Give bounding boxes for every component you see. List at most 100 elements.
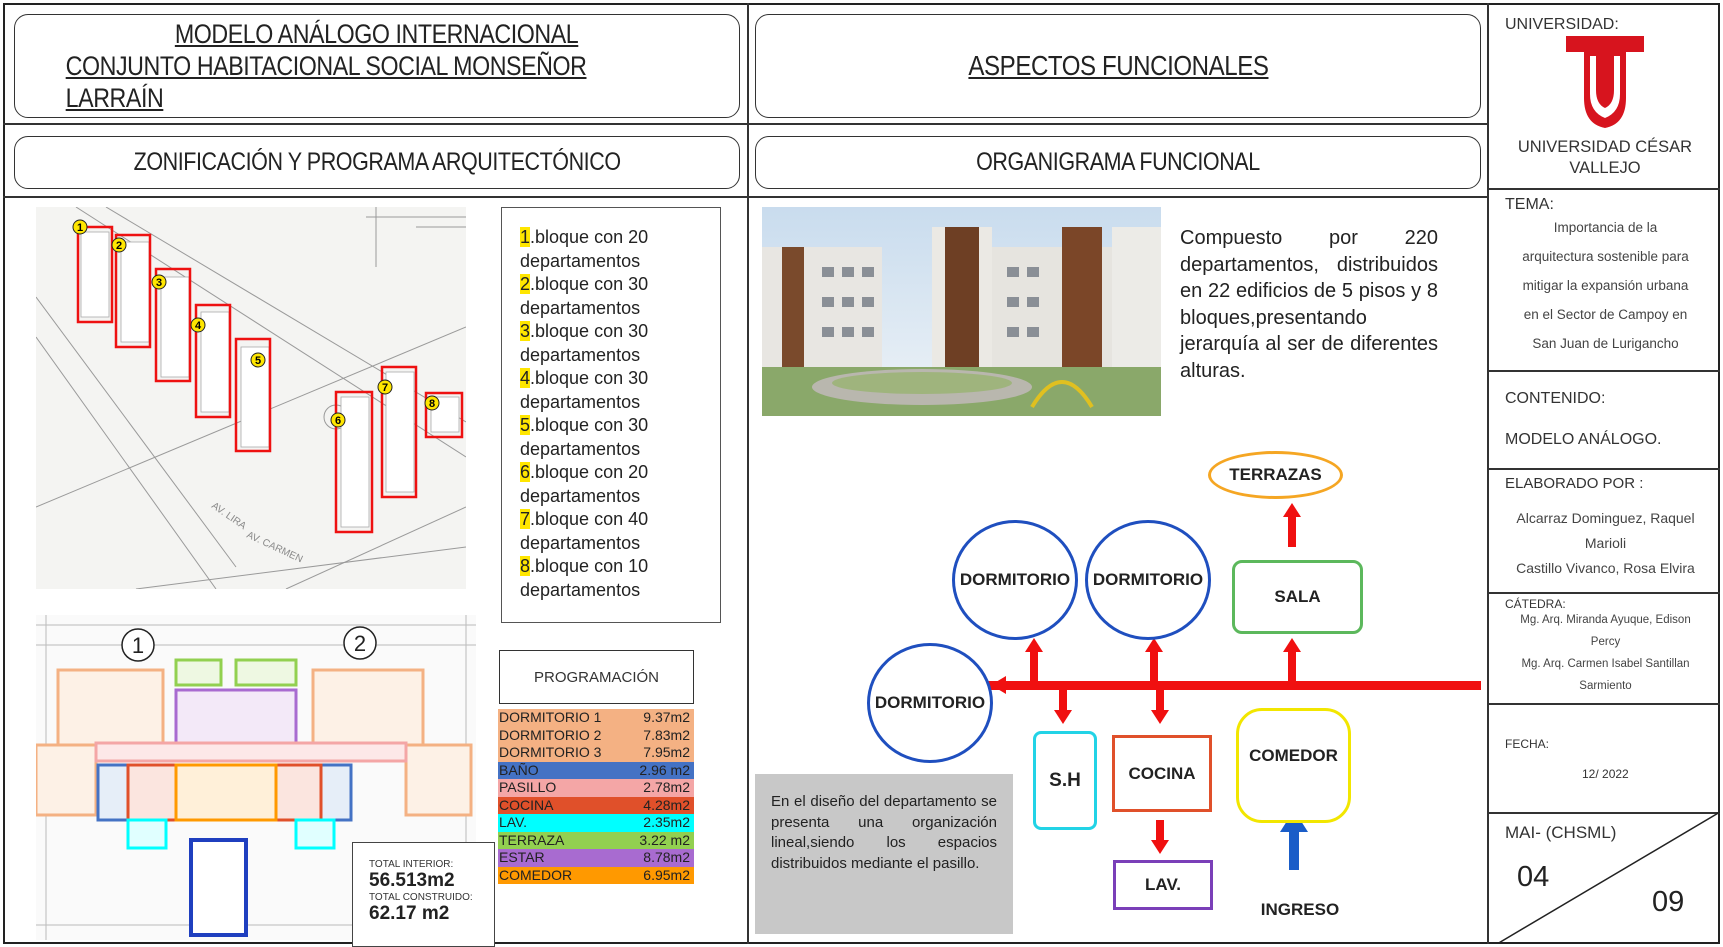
programacion-title: PROGRAMACIÓN: [533, 668, 659, 686]
programacion-room: TERRAZA: [499, 831, 565, 848]
programacion-area: 3.22 m2: [639, 831, 690, 848]
sheet-code: MAI- (CHSML): [1505, 823, 1617, 842]
catedra-text: Mg. Arq. Miranda Ayuque, Edison Percy Mg…: [1498, 609, 1713, 697]
site-marker: 1: [77, 222, 83, 234]
block-item-sub: departamentos: [520, 297, 641, 318]
university-label: UNIVERSIDAD:: [1505, 16, 1619, 33]
node-cocina: COCINA: [1112, 735, 1212, 812]
divider-subheader: [3, 196, 1487, 198]
block-item: 2.bloque con 30: [520, 274, 649, 294]
node-ingreso: INGRESO: [1260, 900, 1340, 919]
block-item-sub: departamentos: [520, 485, 641, 506]
organigram-box: ORGANIGRAMA FUNCIONAL: [755, 136, 1481, 189]
organigram-title: ORGANIGRAMA FUNCIONAL: [976, 148, 1260, 176]
site-marker: 5: [255, 355, 261, 367]
block-item-sub: departamentos: [520, 344, 641, 365]
block-list: 1.bloque con 20 departamentos 2.bloque c…: [520, 226, 648, 602]
unit-label: 2: [354, 631, 366, 656]
sheet-total: 09: [1652, 886, 1685, 918]
page-frame: [3, 3, 1720, 944]
block-item: 1.bloque con 20: [520, 227, 649, 247]
programacion-row: PASILLO 2.78m2: [498, 779, 694, 797]
divider-left: [747, 3, 749, 944]
side-divider-3: [1487, 468, 1720, 470]
university-name: UNIVERSIDAD CÉSAR VALLEJO: [1517, 138, 1693, 177]
floor-plan: 1 2: [36, 615, 476, 940]
author-line: Marioli: [1584, 535, 1627, 551]
description-text: Compuesto por 220 departamentos, distrib…: [1180, 227, 1438, 382]
programacion-area: 2.96 m2: [639, 761, 690, 778]
total-interior-value: 56.513m2: [369, 870, 455, 891]
building-photo: [762, 207, 1161, 416]
programacion-area: 4.28m2: [643, 796, 690, 813]
side-divider-6: [1487, 812, 1720, 814]
block-item-sub: departamentos: [520, 532, 641, 553]
sheet-diagonal: [1496, 812, 1720, 944]
node-comedor: COMEDOR: [1236, 708, 1351, 823]
catedra-label: CÁTEDRA:: [1505, 597, 1566, 611]
tema-line: Importancia de la: [1553, 220, 1658, 235]
programacion-area: 2.78m2: [643, 779, 690, 795]
title-line-1: MODELO ANÁLOGO INTERNACIONAL: [175, 19, 579, 49]
node-sh: S.H: [1033, 731, 1097, 830]
programacion-room: BAÑO: [499, 761, 539, 778]
site-plan: AV. LIRA AV. CARMEN 1 2 3 4 5 6 7 8: [36, 207, 466, 589]
zonification-box: ZONIFICACIÓN Y PROGRAMA ARQUITECTÓNICO: [14, 136, 740, 189]
programacion-row: BAÑO 2.96 m2: [498, 761, 694, 779]
programacion-area: 7.95m2: [643, 744, 690, 760]
totals-box: TOTAL INTERIOR: 56.513m2 TOTAL CONSTRUID…: [352, 842, 495, 947]
author-line: Castillo Vivanco, Rosa Elvira: [1516, 560, 1695, 576]
programacion-area: 9.37m2: [643, 709, 690, 725]
fecha-value: 12/ 2022: [1582, 767, 1629, 781]
authors: Alcarraz Dominguez, Raquel Marioli Casti…: [1498, 506, 1713, 581]
programacion-room: PASILLO: [499, 779, 557, 795]
programacion-row: TERRAZA 3.22 m2: [498, 831, 694, 849]
side-divider-1: [1487, 188, 1720, 190]
node-terrazas: TERRAZAS: [1208, 451, 1343, 499]
site-marker: 3: [156, 277, 162, 289]
block-item: 8.bloque con 10: [520, 556, 649, 576]
programacion-area: 2.35m2: [643, 814, 690, 830]
block-item: 3.bloque con 30: [520, 321, 649, 341]
programacion-room: LAV.: [499, 814, 528, 830]
block-list-box: [501, 207, 721, 623]
programacion-area: 6.95m2: [643, 866, 690, 883]
catedra-line: Mg. Arq. Miranda Ayuque, Edison: [1520, 614, 1691, 626]
site-marker: 8: [429, 398, 435, 410]
programacion-row: DORMITORIO 1 9.37m2: [498, 709, 694, 727]
tema-line: arquitectura sostenible para: [1522, 249, 1689, 264]
aspects-box: ASPECTOS FUNCIONALES: [755, 14, 1481, 118]
catedra-line: Mg. Arq. Carmen Isabel Santillan: [1521, 658, 1690, 670]
title-line-2: CONJUNTO HABITACIONAL SOCIAL MONSEÑOR LA…: [65, 51, 587, 113]
sheet-number: 04: [1517, 861, 1550, 893]
site-marker: 7: [382, 382, 388, 394]
block-item-sub: departamentos: [520, 391, 641, 412]
total-built-value: 62.17 m2: [369, 903, 450, 924]
programacion-room: COCINA: [499, 796, 554, 813]
university-logo: [1566, 36, 1644, 128]
elaborado-label: ELABORADO POR :: [1505, 475, 1644, 492]
programacion-room: ESTAR: [499, 849, 545, 865]
site-marker: 2: [116, 240, 122, 252]
unit-label: 1: [132, 633, 144, 658]
tema-line: en el Sector de Campoy en: [1523, 307, 1688, 322]
block-item: 4.bloque con 30: [520, 368, 649, 388]
site-marker: 6: [335, 415, 341, 427]
node-sala: SALA: [1232, 560, 1363, 634]
programacion-room: DORMITORIO 2: [499, 726, 602, 743]
node-dormitorio-1: DORMITORIO: [952, 520, 1078, 640]
side-divider-2: [1487, 370, 1720, 372]
tema-line: mitigar la expansión urbana: [1522, 278, 1689, 293]
programacion-row: LAV. 2.35m2: [498, 814, 694, 832]
block-item-sub: departamentos: [520, 250, 641, 271]
programacion-room: DORMITORIO 1: [499, 709, 602, 725]
programacion-title-box: PROGRAMACIÓN: [499, 650, 694, 704]
block-item-sub: departamentos: [520, 438, 641, 459]
programacion-row: COCINA 4.28m2: [498, 796, 694, 814]
fecha-label: FECHA:: [1505, 737, 1550, 751]
block-item: 7.bloque con 40: [520, 509, 649, 529]
